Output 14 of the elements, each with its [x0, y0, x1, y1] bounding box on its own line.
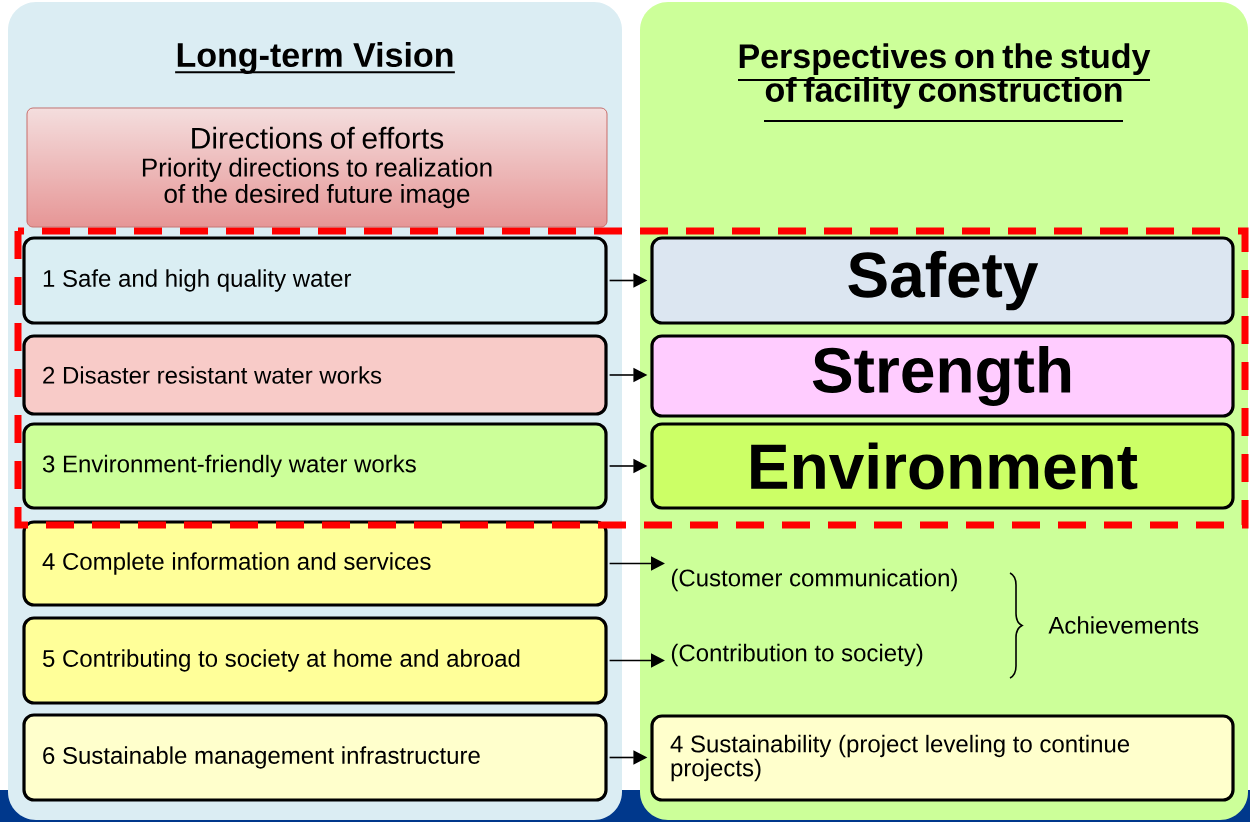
perspective-text: (Contribution to society)	[671, 643, 923, 667]
perspective-box: Strength	[650, 334, 1235, 418]
perspective-box: Safety	[650, 236, 1235, 325]
group-label: Achievements	[1048, 616, 1199, 634]
heading-box: Directions of efforts Priority directions to realization of the desired future image	[26, 107, 608, 228]
perspective-box: Environment	[650, 422, 1235, 510]
direction-box: 2 Disaster resistant water works	[22, 334, 608, 416]
perspective-text: (Customer communication)	[671, 568, 957, 592]
direction-box: 5 Contributing to society at home and abroad	[22, 616, 608, 705]
direction-box: 6 Sustainable management infrastructure	[22, 713, 608, 802]
direction-box: 4 Complete information and services	[22, 520, 608, 607]
perspective-box: 4 Sustainability (project leveling to continue projects)	[650, 714, 1235, 802]
direction-box: 1 Safe and high quality water	[22, 236, 608, 325]
direction-box: 3 Environment-friendly water works	[22, 422, 608, 510]
